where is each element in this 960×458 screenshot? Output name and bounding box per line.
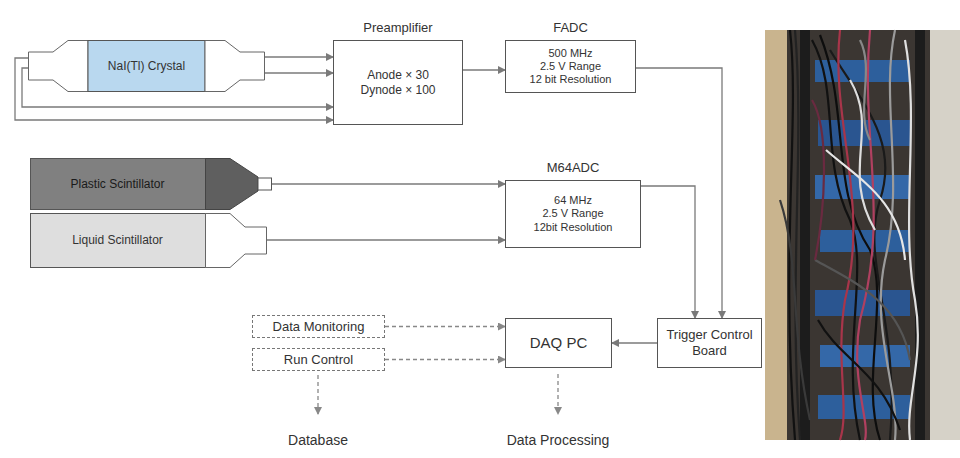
node-label: 64 MHz [554,194,592,207]
pmt-tip-shape [258,178,272,190]
software-box: Data Monitoring [252,315,385,338]
node-label: Anode × 30 [367,68,429,82]
cable [812,100,824,260]
signal-connector [641,186,695,318]
pmt-shape [205,41,265,92]
photo-background [765,30,960,440]
node-label: 2.5 V Range [542,207,603,220]
software-box: Run Control [252,348,385,371]
process-box: M64ADC64 MHz2.5 V Range12bit Resolution [505,180,641,248]
node-label: DAQ PC [530,334,588,352]
dashed-connector [385,326,505,327]
signal-connector [636,68,722,318]
node-label: 12bit Resolution [534,221,613,234]
cable [815,260,910,360]
pmt-shape [29,41,89,92]
node-label: Data Monitoring [273,319,365,335]
signal-connector [265,72,333,73]
scintillator-shape [31,214,206,268]
node-label: Plastic Scintillator [70,177,164,191]
rack-module [820,345,910,367]
cable [905,40,918,440]
node-heading: M64ADC [486,160,660,176]
output-label: Data Processing [507,432,610,448]
signal-connector [265,56,333,57]
photo-wall [930,30,960,440]
pmt-shape [206,159,259,210]
rack-frame [915,30,925,440]
node-label: 500 MHz [548,47,592,60]
signal-connector [267,239,505,240]
detector-crystal: NaI(Tl) Crystal [28,40,265,92]
cable [830,50,892,440]
cable [780,200,810,420]
signal-connector [272,183,505,184]
cable [850,80,875,230]
node-label: Trigger Control Board [662,327,757,358]
detector-scintillator: Liquid Scintillator [30,213,267,268]
cable [818,320,900,430]
scintillator-shape [31,159,206,210]
dashed-arrow [317,375,318,414]
node-label: 2.5 V Range [540,60,601,73]
node-label: Run Control [284,352,353,368]
node-label: Dynode × 100 [360,83,435,97]
node-heading: Preamplifier [314,20,482,36]
cable [860,40,870,140]
cable [789,30,795,440]
detector-scintillator: Plastic Scintillator [30,158,272,210]
node-label: Liquid Scintillator [72,233,163,247]
computer-box: DAQ PC [505,318,612,368]
node-label: 12 bit Resolution [530,73,612,86]
process-box: PreamplifierAnode × 30Dynode × 100 [333,40,463,125]
dashed-connector [385,359,505,360]
node-label: NaI(Tl) Crystal [108,59,185,73]
process-box: Trigger Control Board [657,318,762,368]
process-box: FADC500 MHz2.5 V Range12 bit Resolution [505,40,636,93]
cable-bundle [780,30,918,440]
dashed-arrow [557,374,558,414]
pmt-shape [206,214,267,268]
cable [881,30,896,440]
crystal-shape [88,41,205,92]
node-heading: FADC [486,20,655,36]
signal-connector [463,69,505,70]
signal-connector [612,342,657,343]
cable [826,150,905,260]
cable [838,30,853,440]
cable [795,30,800,440]
photo-wall [765,30,787,440]
output-label: Database [288,432,348,448]
rack-photo [765,30,960,440]
